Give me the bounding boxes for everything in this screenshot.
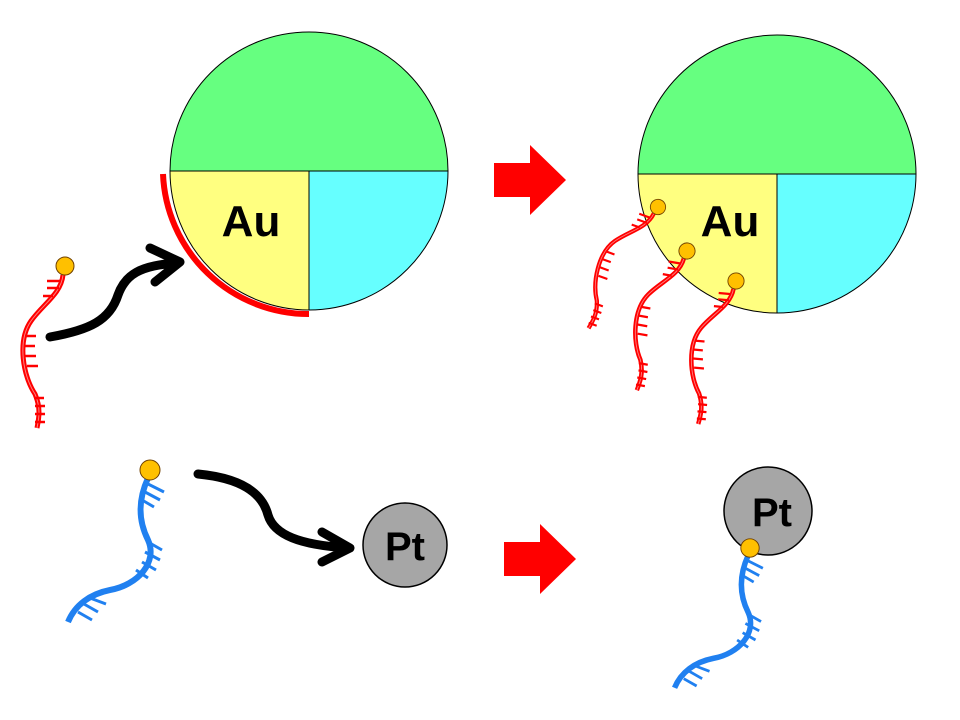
curved-arrow-icon — [45, 243, 185, 342]
dna-strand-icon — [577, 188, 668, 339]
dna-strand-icon — [675, 539, 763, 688]
gold-nanoparticle-before: Au — [169, 31, 449, 311]
binding-site-arc — [160, 173, 310, 318]
dna-strand-icon — [23, 257, 74, 428]
dna-strand-icon — [68, 460, 164, 622]
platinum-label: Pt — [752, 491, 792, 535]
gold-nanoparticle-after: Au — [637, 34, 917, 314]
platinum-label: Pt — [385, 525, 425, 569]
gold-label: Au — [222, 197, 281, 246]
platinum-particle-before: Pt — [362, 502, 448, 588]
block-arrow-icon — [494, 145, 566, 215]
dna-strand-icon — [624, 236, 696, 396]
gold-label: Au — [701, 197, 760, 246]
curved-arrow-icon — [193, 469, 355, 567]
block-arrow-icon — [504, 524, 576, 594]
platinum-particle-after: Pt — [723, 466, 813, 556]
